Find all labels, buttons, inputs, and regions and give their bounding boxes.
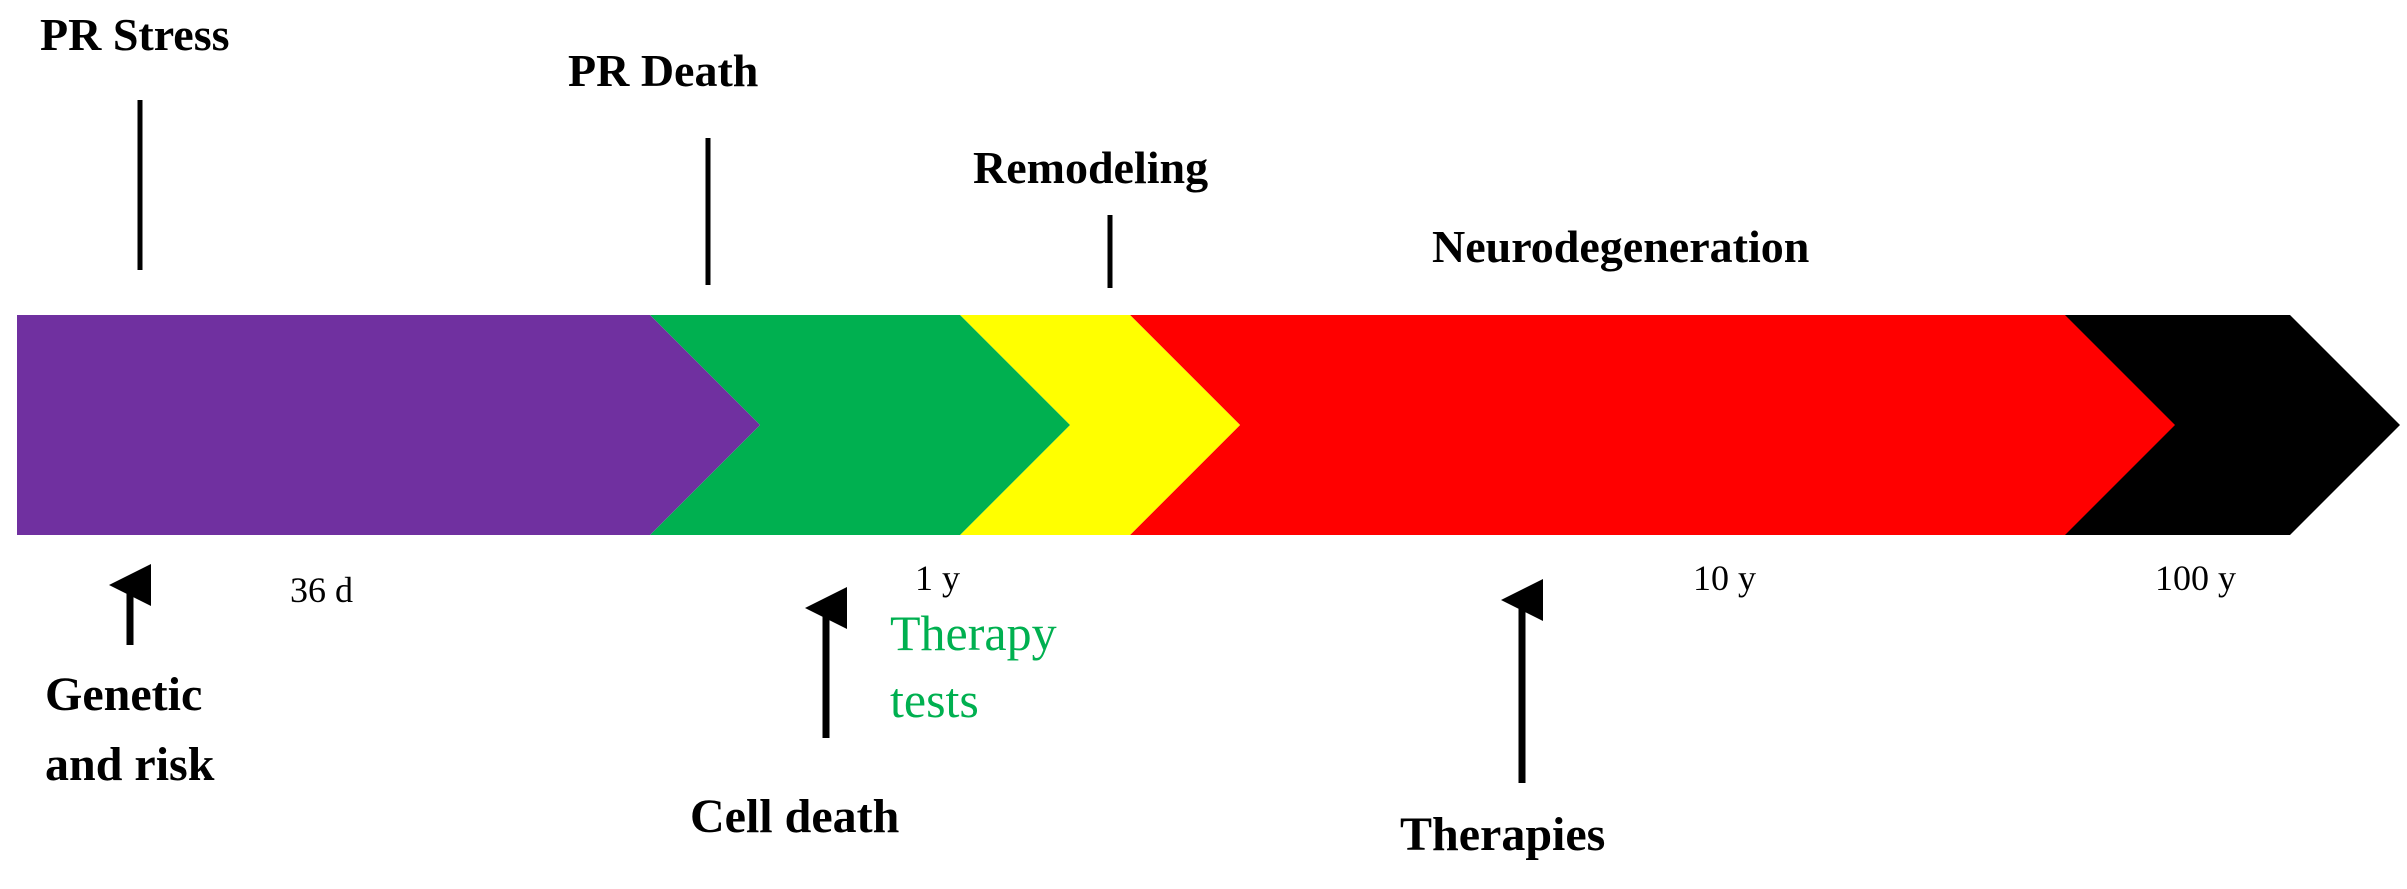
event-arrows [109,564,1543,783]
timeline-bar [17,315,2400,535]
therapies-label: Therapies [1400,808,1605,861]
tick-label-10y: 10 y [1693,558,1756,598]
top-markers [137,100,1113,288]
pr-death-label: PR Death [568,45,758,96]
tick-label-36d: 36 d [290,570,353,610]
pr-stress-label: PR Stress [40,9,230,60]
tick-label-1y: 1 y [915,558,960,598]
genetic-label-line2: and risk [45,738,215,791]
genetic-label-line1: Genetic [45,668,202,721]
therapy-tests-label-line2: tests [890,672,979,728]
stage-remodeling-chevron [960,315,1240,535]
therapy-tests-label-line1: Therapy [890,605,1057,661]
stage-pr-death-chevron [650,315,1070,535]
stage-pr-stress-chevron [17,315,760,535]
tick-label-100y: 100 y [2155,558,2236,598]
stage-end-chevron [2035,315,2400,535]
neurodegeneration-label: Neurodegeneration [1432,221,1809,272]
cell-death-label: Cell death [690,790,899,843]
remodeling-label: Remodeling [973,142,1208,193]
stage-neurodegeneration-chevron [1130,315,2175,535]
